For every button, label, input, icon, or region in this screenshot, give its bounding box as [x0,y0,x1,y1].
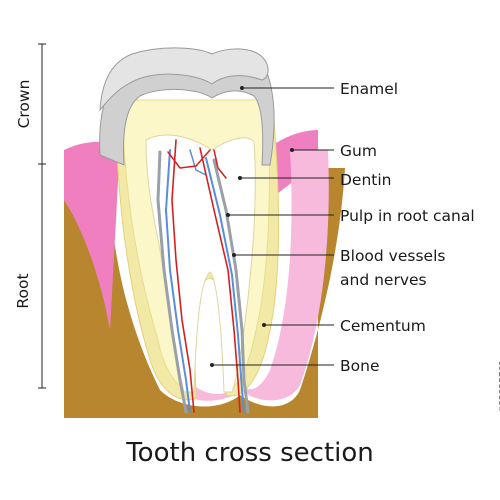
label-crown: Crown [15,79,33,129]
label-dentin: Dentin [340,171,392,189]
label-bone: Bone [340,357,380,375]
bone-shape [64,168,345,418]
blood-vessels-and-nerves [156,139,250,414]
crown-root-bracket [38,43,46,389]
vein-line [165,149,191,413]
leader-dot [240,86,244,90]
label-gum: Gum [340,142,377,160]
label-vessels-line1: Blood vessels [340,247,446,265]
leader-dot [226,213,230,217]
label-cementum: Cementum [340,317,426,335]
nerve-line [156,150,188,414]
label-enamel: Enamel [340,80,399,98]
leader-dot [290,148,294,152]
artery-line [199,147,241,413]
leader-dot [262,323,266,327]
diagram-title: Tooth cross section [126,438,374,468]
artery-line [171,139,195,413]
leader-lines [210,86,334,367]
label-root: Root [14,273,32,309]
label-vessels-line2: and nerves [340,271,427,289]
leader-dot [210,363,214,367]
vein-branch [189,149,207,176]
leader-dot [232,253,236,257]
label-pulp: Pulp in root canal [340,207,475,225]
enamel-top-shape [99,47,269,112]
artery-branch [213,149,227,179]
vein-line [205,157,245,413]
nerve-line [212,158,250,414]
artery-branch [167,149,211,169]
leader-dot [238,176,242,180]
